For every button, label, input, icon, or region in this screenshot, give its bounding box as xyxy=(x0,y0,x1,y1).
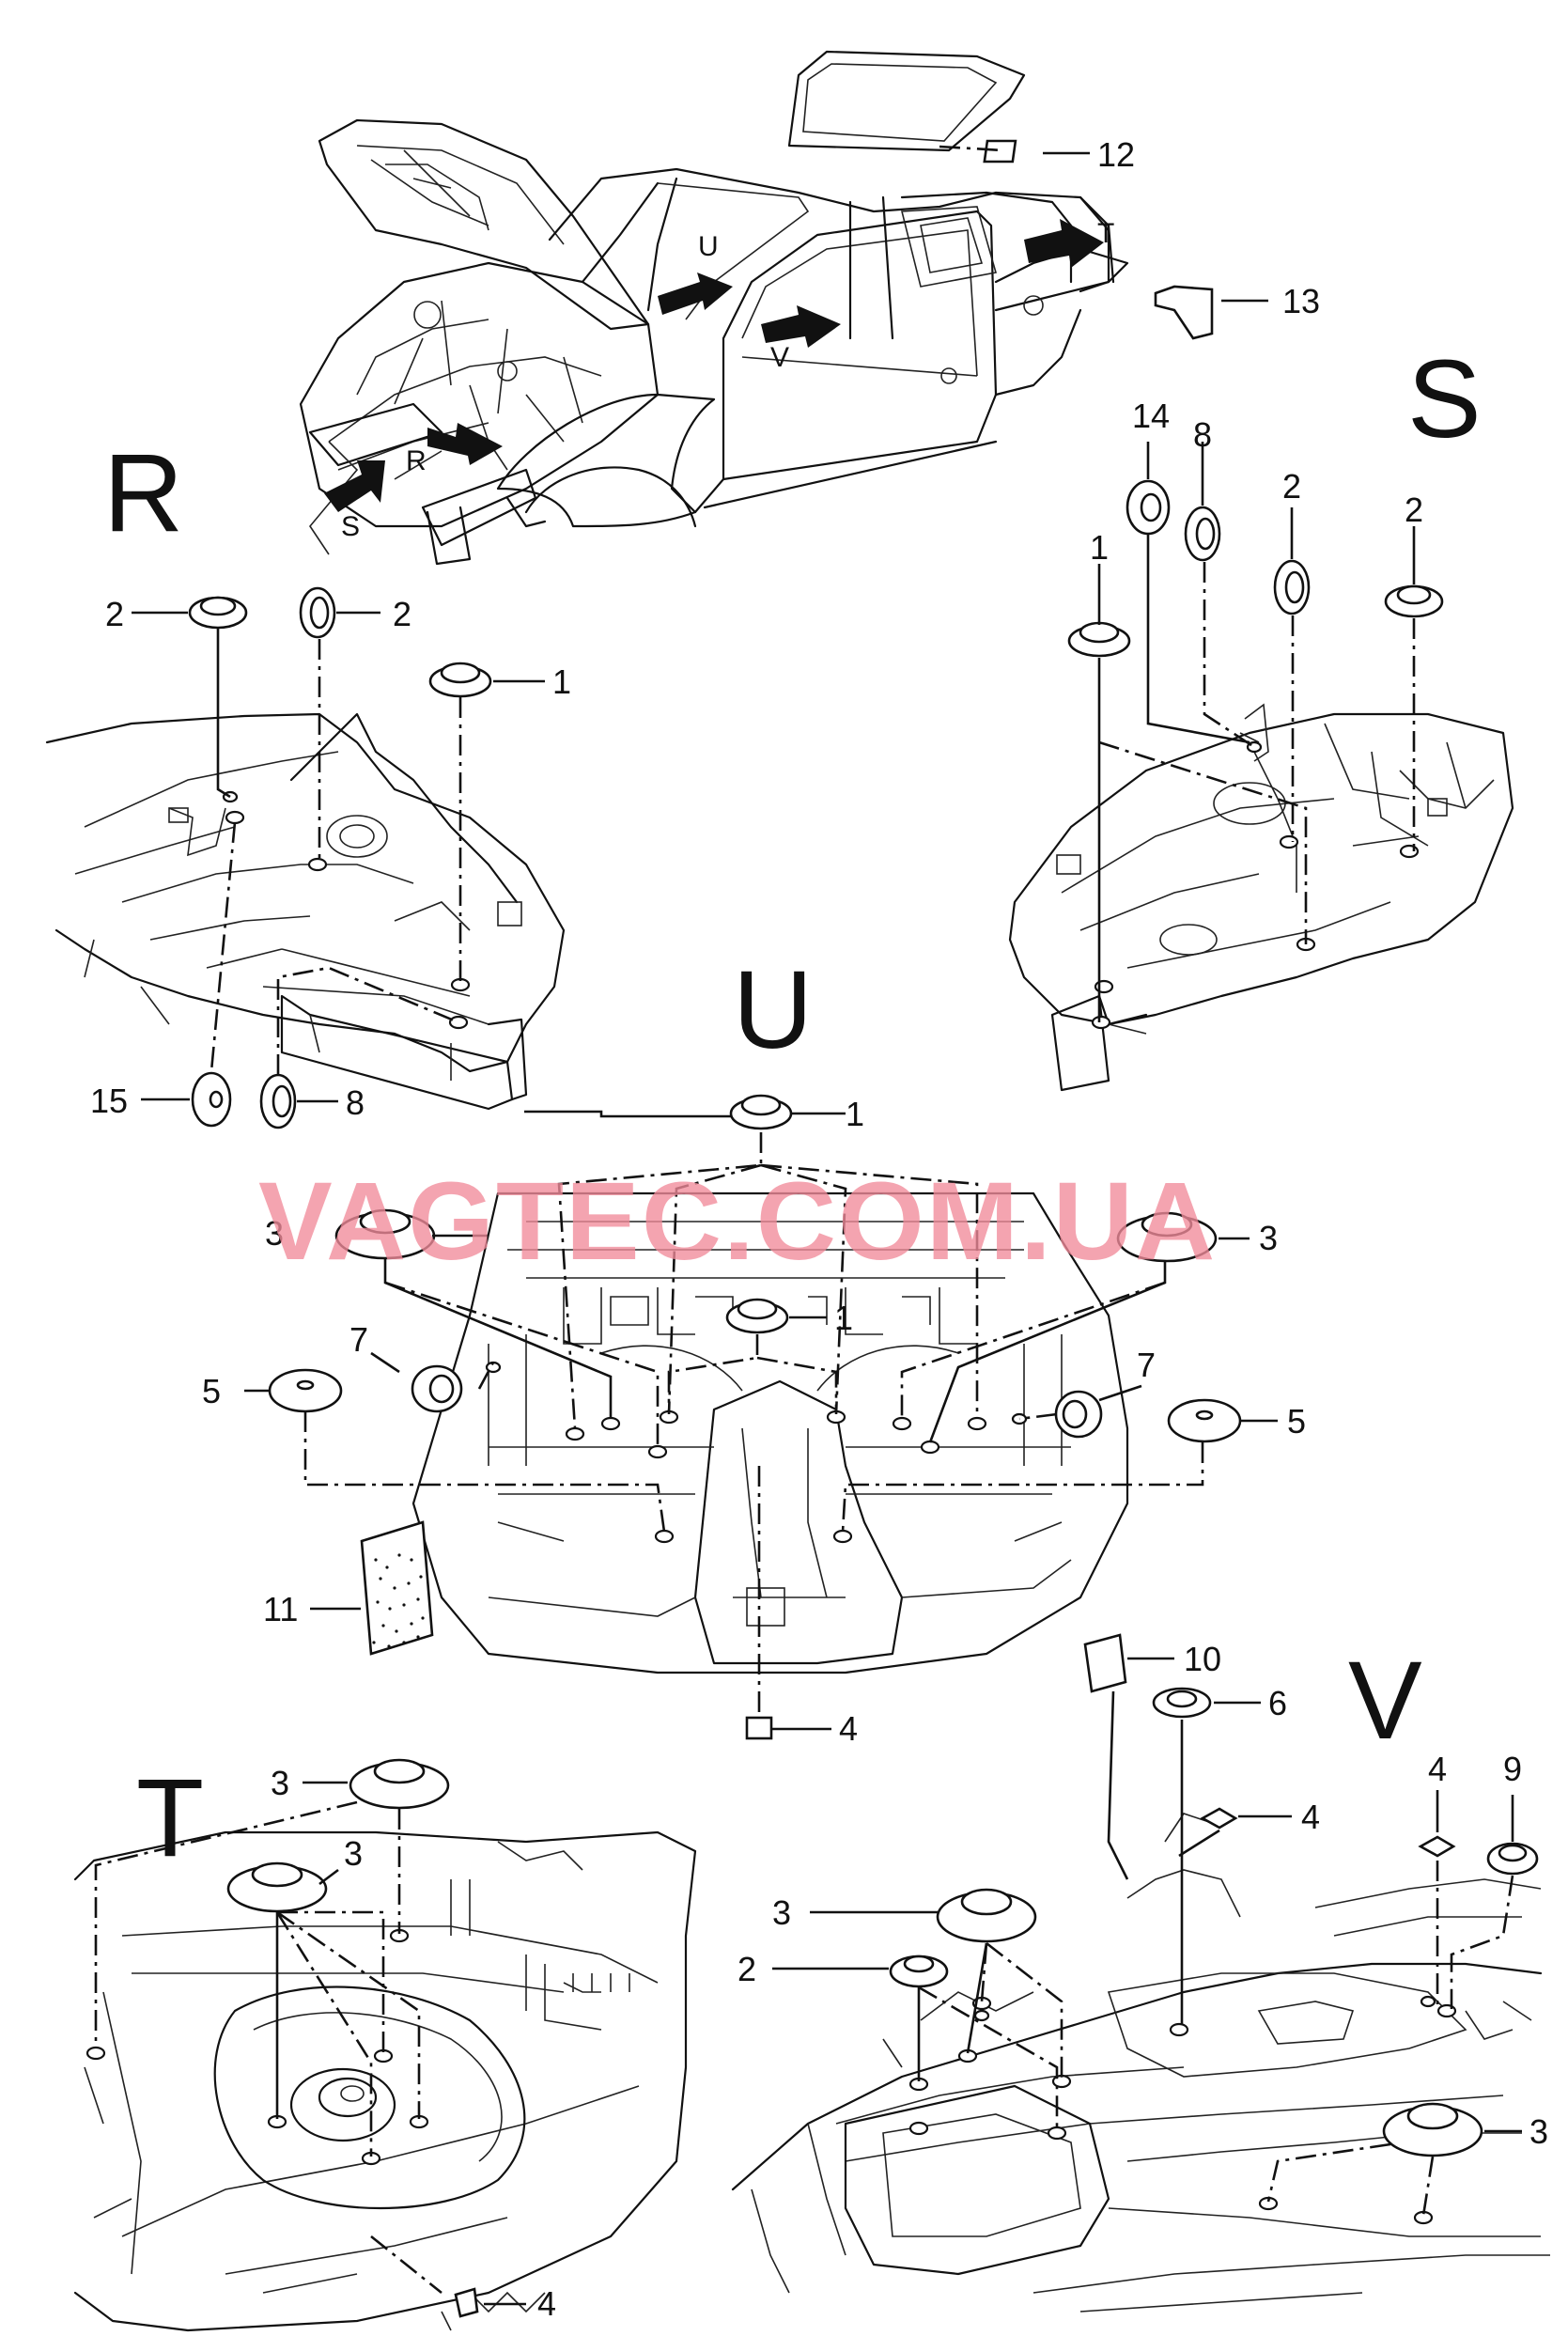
callout-r-2a: 2 xyxy=(105,595,124,633)
callout-s-14: 14 xyxy=(1132,397,1170,435)
section-label-u: U xyxy=(733,948,813,1072)
callout-v-9: 9 xyxy=(1503,1750,1522,1788)
arrow-r xyxy=(427,423,503,465)
arrow-label-s: S xyxy=(341,511,360,542)
callout-v-6: 6 xyxy=(1268,1684,1287,1722)
arrow-label-u: U xyxy=(698,231,719,262)
callout-t-4: 4 xyxy=(537,2284,556,2323)
callout-u-3b: 3 xyxy=(1259,1219,1278,1257)
callout-r-8: 8 xyxy=(346,1083,365,1122)
arrow-s xyxy=(324,460,385,512)
grommet-u-7b xyxy=(1054,1390,1103,1439)
callout-v-3b: 3 xyxy=(1529,2112,1548,2151)
callout-v-3a: 3 xyxy=(772,1893,791,1932)
callout-s-8: 8 xyxy=(1193,415,1212,454)
section-s: S xyxy=(1008,337,1514,1092)
callout-u-1a: 1 xyxy=(846,1095,864,1133)
callout-v-4b: 4 xyxy=(1428,1750,1447,1788)
plug-v-3b xyxy=(1382,2102,1483,2157)
patch-t-4 xyxy=(454,2287,479,2318)
patch-v-4b xyxy=(1418,1835,1456,1858)
callout-u-5a: 5 xyxy=(202,1372,221,1410)
arrow-t xyxy=(1024,219,1104,268)
plug-v-2 xyxy=(889,1954,949,1988)
callout-v-2: 2 xyxy=(737,1950,756,1988)
grommet-r-8 xyxy=(259,1073,297,1129)
callout-v-4a: 4 xyxy=(1301,1798,1320,1836)
arrow-v xyxy=(761,305,841,348)
grommet-u-7a xyxy=(411,1364,463,1413)
plug-t-3a xyxy=(349,1758,450,1810)
insulation-speckle xyxy=(372,1553,425,1648)
section-u: U xyxy=(202,948,1306,1748)
plug-r-15 xyxy=(191,1071,232,1128)
arrow-u xyxy=(658,273,733,315)
plug-u-3b xyxy=(1116,1211,1218,1263)
callout-s-2b: 2 xyxy=(1405,491,1423,529)
callout-v-10: 10 xyxy=(1184,1640,1221,1678)
watermark: VAGTEC.COM.UA xyxy=(258,1160,1217,1284)
arrow-label-t: T xyxy=(1097,218,1114,249)
callout-u-1b: 1 xyxy=(834,1299,853,1337)
section-t: T xyxy=(73,1756,697,2332)
callout-u-4: 4 xyxy=(839,1709,858,1748)
plug-r-2a xyxy=(188,596,248,630)
callout-t-3a: 3 xyxy=(271,1764,289,1802)
callout-12: 12 xyxy=(1097,135,1135,174)
callout-u-11: 11 xyxy=(263,1590,298,1628)
plug-v-3a xyxy=(936,1888,1037,1943)
callout-u-7b: 7 xyxy=(1137,1346,1156,1384)
patch-u-4 xyxy=(745,1716,773,1740)
plug-s-1 xyxy=(1067,621,1131,658)
callout-s-2a: 2 xyxy=(1282,467,1301,506)
callout-13: 13 xyxy=(1282,282,1320,320)
callout-u-3a: 3 xyxy=(265,1214,284,1253)
plug-u-1b xyxy=(725,1298,789,1334)
plug-v-6 xyxy=(1152,1687,1212,1719)
plug-s-2b xyxy=(1384,584,1444,618)
section-label-s: S xyxy=(1407,337,1482,461)
plug-r-1 xyxy=(428,662,492,698)
section-label-r: R xyxy=(103,431,183,555)
callout-s-1: 1 xyxy=(1090,528,1109,567)
patch-v-4a xyxy=(1200,1807,1238,1830)
callout-u-5b: 5 xyxy=(1287,1402,1306,1441)
callout-r-1: 1 xyxy=(552,662,571,701)
callout-r-15: 15 xyxy=(90,1082,128,1120)
section-r: R xyxy=(45,431,571,1129)
car-body-overview: U T V R S 12 13 xyxy=(299,50,1320,566)
label-v-10 xyxy=(1083,1633,1127,1693)
grommet-r-2b xyxy=(299,586,336,639)
callout-u-7a: 7 xyxy=(349,1320,368,1359)
arrow-label-r: R xyxy=(406,445,427,476)
cap-u-5a xyxy=(268,1368,343,1413)
grommet-s-2a xyxy=(1273,559,1311,615)
section-label-t: T xyxy=(136,1756,204,1880)
callout-r-2b: 2 xyxy=(393,595,411,633)
section-v: V xyxy=(731,1633,1550,2313)
plug-s-14 xyxy=(1126,479,1171,536)
section-label-v: V xyxy=(1348,1639,1422,1763)
callout-t-3b: 3 xyxy=(344,1834,363,1873)
plug-u-1a xyxy=(729,1094,793,1130)
arrow-label-v: V xyxy=(770,342,789,373)
plug-t-3b xyxy=(226,1861,328,1913)
plug-v-9 xyxy=(1486,1842,1539,1876)
grommet-s-8 xyxy=(1184,506,1221,562)
cap-u-5b xyxy=(1167,1398,1242,1443)
